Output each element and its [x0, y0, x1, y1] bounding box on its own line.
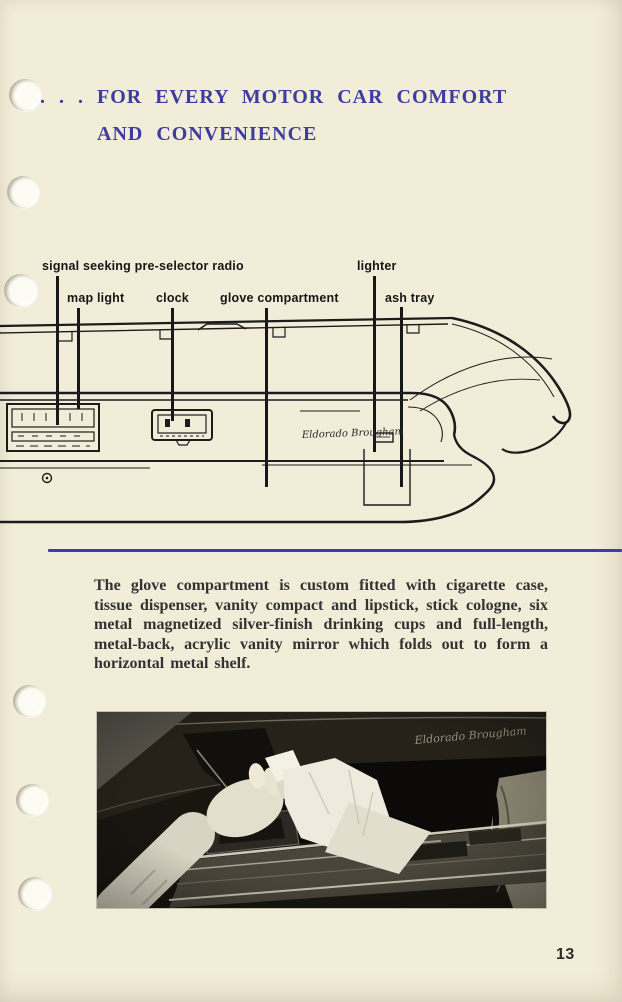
leader-line-clock	[171, 308, 174, 421]
clock-drawing	[151, 409, 213, 446]
radio-drawing	[6, 403, 100, 484]
leader-line-glove-compartment	[265, 308, 268, 487]
leader-line-lighter	[373, 276, 376, 452]
leader-line-ash-tray	[400, 307, 403, 487]
punch-hole	[16, 784, 48, 816]
label-glove-compartment: glove compartment	[220, 291, 339, 305]
punch-hole	[4, 274, 37, 307]
punch-hole	[9, 79, 41, 111]
leader-line-map-light	[77, 308, 80, 409]
dash-script-text: Eldorado Brougham	[301, 426, 404, 441]
punch-hole	[13, 685, 45, 717]
label-lighter: lighter	[357, 259, 397, 273]
page-title-line1: . . . FOR EVERY MOTOR CAR COMFORT	[40, 86, 508, 108]
dash-structure	[0, 316, 572, 524]
leader-line-radio	[56, 276, 59, 425]
lighter-ashtray-drawing	[363, 432, 411, 506]
punch-hole	[18, 877, 51, 910]
section-divider-rule	[48, 549, 622, 552]
glove-compartment-photo: Eldorado Brougham	[97, 712, 546, 908]
punch-hole	[7, 176, 39, 208]
page-number: 13	[556, 946, 575, 963]
label-clock: clock	[156, 291, 189, 305]
label-map-light: map light	[67, 291, 125, 305]
label-radio: signal seeking pre-selector radio	[42, 259, 244, 273]
label-ash-tray: ash tray	[385, 291, 435, 305]
page-title-line2: AND CONVENIENCE	[97, 123, 318, 145]
body-paragraph: The glove compartment is custom fitted w…	[94, 577, 548, 672]
dashboard-line-drawing: Eldorado Brougham	[0, 316, 572, 524]
